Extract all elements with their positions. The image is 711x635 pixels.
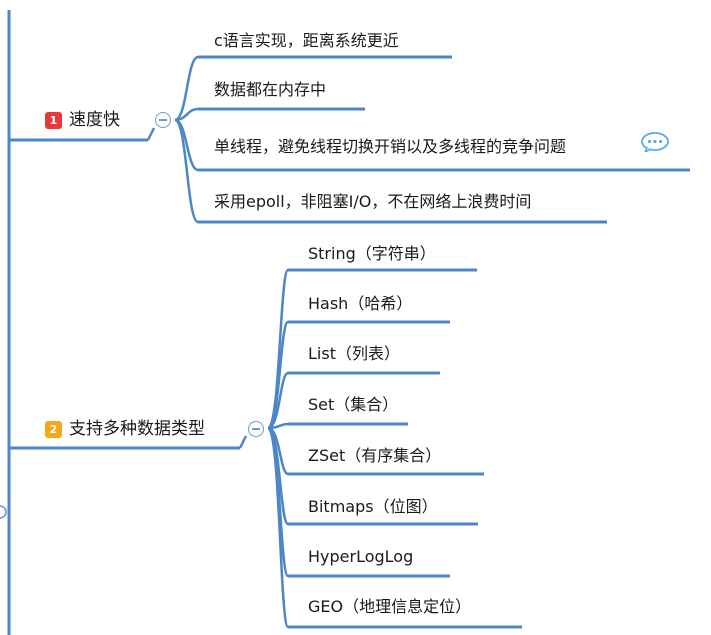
branch-1-child-1[interactable]: c语言实现，距离系统更近 [214, 31, 399, 50]
branch-2-connector-3 [267, 371, 290, 430]
branch-1-child-2[interactable]: 数据都在内存中 [214, 80, 327, 99]
branch-2-child-1[interactable]: String（字符串） [308, 244, 436, 263]
root-collapse-icon[interactable] [0, 505, 7, 519]
branch-1-label: 速度快 [69, 110, 120, 130]
branch-2-child-5[interactable]: ZSet（有序集合） [308, 446, 442, 465]
branch-1-connector-4 [174, 118, 200, 224]
branch-2-child-2[interactable]: Hash（哈希） [308, 294, 413, 313]
branch-2-child-4[interactable]: Set（集合） [308, 395, 399, 414]
comment-bubble-icon[interactable] [641, 132, 669, 152]
branch-1[interactable]: 1 速度快 [45, 109, 120, 131]
branch-2-child-6[interactable]: Bitmaps（位图） [308, 497, 438, 516]
branch-1-connector-2 [174, 107, 199, 122]
branch-1-child-3[interactable]: 单线程，避免线程切换开销以及多线程的竞争问题 [214, 137, 567, 156]
priority-2-badge: 2 [45, 420, 62, 438]
branch-1-connector-1 [174, 55, 199, 122]
branch-2-connector-8 [266, 426, 290, 629]
branch-2-child-3[interactable]: List（列表） [308, 344, 400, 363]
branch-2-label: 支持多种数据类型 [69, 419, 205, 439]
branch-1-collapse-icon[interactable] [155, 112, 171, 128]
branch-2-child-7[interactable]: HyperLogLog [308, 547, 414, 566]
branch-2[interactable]: 2 支持多种数据类型 [45, 418, 205, 440]
branch-2-child-8[interactable]: GEO（地理信息定位） [308, 597, 472, 616]
branch-1-child-4[interactable]: 采用epoll，非阻塞I/O，不在网络上浪费时间 [214, 192, 532, 211]
priority-1-badge: 1 [45, 111, 62, 129]
branch-2-connector-2 [266, 320, 290, 430]
branch-2-collapse-icon[interactable] [248, 421, 264, 437]
